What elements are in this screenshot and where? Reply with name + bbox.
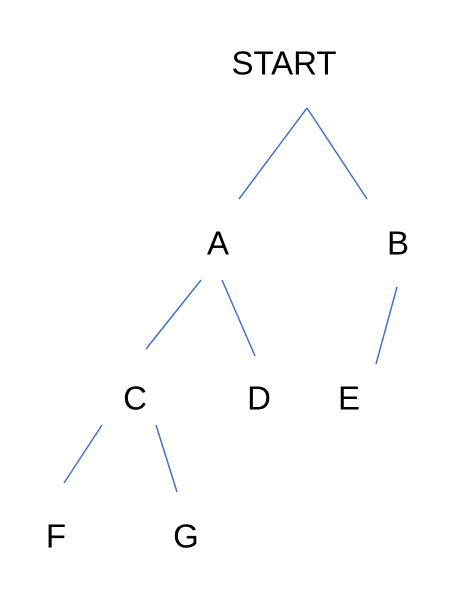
edge-b-e	[375, 286, 398, 365]
edge-c-f	[63, 424, 103, 484]
edge-start-a	[238, 107, 308, 200]
node-g: G	[173, 517, 199, 555]
node-e: E	[337, 379, 361, 417]
node-c: C	[123, 379, 147, 417]
node-d: D	[247, 379, 271, 417]
edge-c-g	[155, 424, 178, 493]
node-b: B	[386, 224, 410, 262]
node-f: F	[45, 517, 67, 555]
edge-a-c	[145, 279, 202, 350]
node-a: A	[206, 224, 230, 262]
edge-a-d	[221, 279, 256, 357]
edge-start-b	[306, 107, 368, 200]
node-start: START	[231, 44, 337, 82]
